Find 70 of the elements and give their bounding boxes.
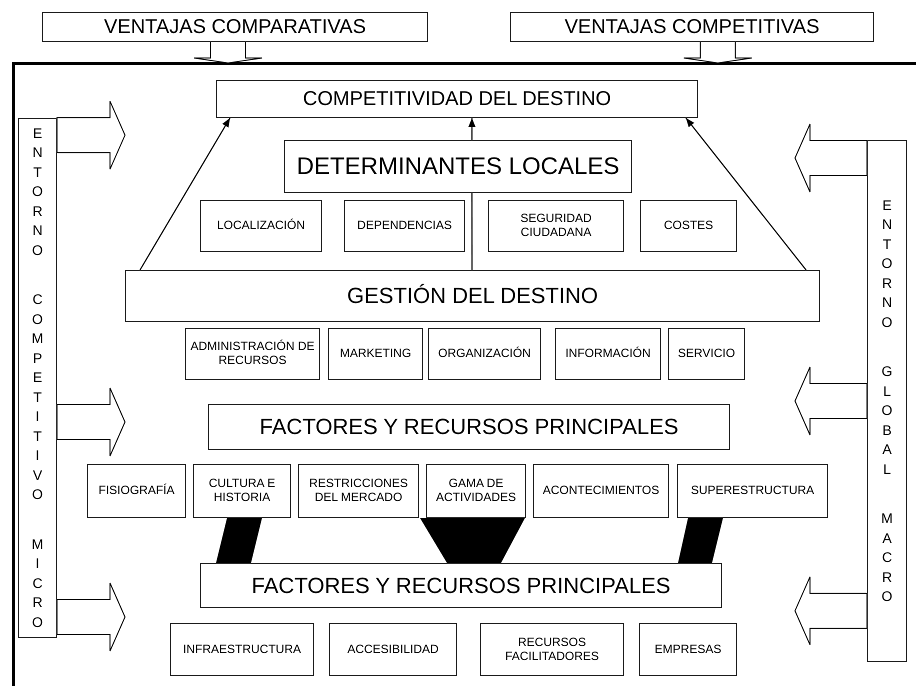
concept-box — [510, 12, 874, 42]
box-text: CULTURA E HISTORIA — [208, 477, 276, 505]
box-text: RECURSOS FACILITADORES — [504, 636, 600, 664]
box-text: DEPENDENCIAS — [356, 219, 453, 233]
concept-box — [668, 328, 745, 380]
box-text: SERVICIO — [676, 347, 736, 361]
box-text: DETERMINANTES LOCALES — [296, 152, 620, 180]
concept-box — [639, 623, 737, 676]
box-text: VENTAJAS COMPARATIVAS — [103, 16, 367, 38]
concept-box — [170, 623, 314, 676]
concept-box — [428, 328, 541, 380]
concept-box — [42, 12, 428, 42]
arrow — [468, 118, 476, 140]
block-arrow — [683, 42, 752, 64]
concept-box — [328, 328, 423, 380]
concept-box — [284, 140, 632, 193]
concept-box — [216, 80, 698, 118]
concept-box — [200, 563, 722, 608]
band-connector — [420, 518, 525, 563]
vertical-text: ENTORNO COMPETITIVO MICRO — [30, 124, 44, 632]
block-arrow — [794, 124, 868, 192]
arrow — [140, 118, 230, 270]
concept-box — [125, 270, 820, 322]
box-text: FACTORES Y RECURSOS PRINCIPALES — [250, 572, 672, 598]
concept-box — [488, 200, 624, 252]
arrow — [685, 118, 807, 270]
box-text: EMPRESAS — [654, 642, 722, 656]
concept-box — [480, 623, 624, 676]
concept-box — [185, 328, 320, 380]
band-connector — [678, 518, 723, 563]
box-text: INFORMACIÓN — [564, 347, 652, 361]
box-text: SEGURIDAD CIUDADANA — [519, 212, 593, 240]
concept-box — [640, 200, 737, 252]
concept-box — [298, 464, 419, 518]
box-text: ACONTECIMIENTOS — [542, 484, 660, 498]
concept-box — [329, 623, 457, 676]
block-arrow — [794, 576, 868, 646]
box-text: ADMINISTRACIÓN DE RECURSOS — [189, 340, 316, 368]
concept-box — [677, 464, 828, 518]
block-arrow — [56, 388, 126, 456]
box-text: GAMA DE ACTIVIDADES — [434, 477, 517, 505]
block-arrow — [56, 100, 126, 170]
box-text: ORGANIZACIÓN — [437, 347, 532, 361]
concept-box — [426, 464, 526, 518]
box-text: INFRAESTRUCTURA — [182, 642, 302, 656]
box-text: MARKETING — [338, 347, 412, 361]
block-arrow — [194, 42, 263, 64]
vertical-text: ENTORNO GLOBAL MACRO — [880, 196, 894, 606]
box-text: VENTAJAS COMPETITIVAS — [564, 16, 820, 38]
concept-box — [208, 404, 730, 450]
box-text: COMPETITIVIDAD DEL DESTINO — [302, 88, 612, 110]
block-arrow — [794, 366, 868, 436]
block-arrow — [56, 582, 126, 652]
band-connector — [216, 518, 262, 563]
box-text: FACTORES Y RECURSOS PRINCIPALES — [258, 414, 680, 440]
concept-box — [533, 464, 669, 518]
concept-box — [200, 200, 322, 252]
concept-box — [555, 328, 661, 380]
concept-box — [344, 200, 465, 252]
vertical-label-box — [867, 140, 907, 662]
vertical-label-box — [18, 118, 57, 638]
box-text: FISIOGRAFÍA — [97, 484, 176, 498]
box-text: COSTES — [662, 219, 714, 233]
concept-box — [87, 464, 186, 518]
box-text: GESTIÓN DEL DESTINO — [346, 283, 599, 309]
box-text: ACCESIBILIDAD — [346, 642, 440, 656]
box-text: LOCALIZACIÓN — [216, 219, 306, 233]
box-text: SUPERESTRUCTURA — [690, 484, 816, 498]
concept-box — [193, 464, 291, 518]
box-text: RESTRICCIONES DEL MERCADO — [308, 477, 409, 505]
